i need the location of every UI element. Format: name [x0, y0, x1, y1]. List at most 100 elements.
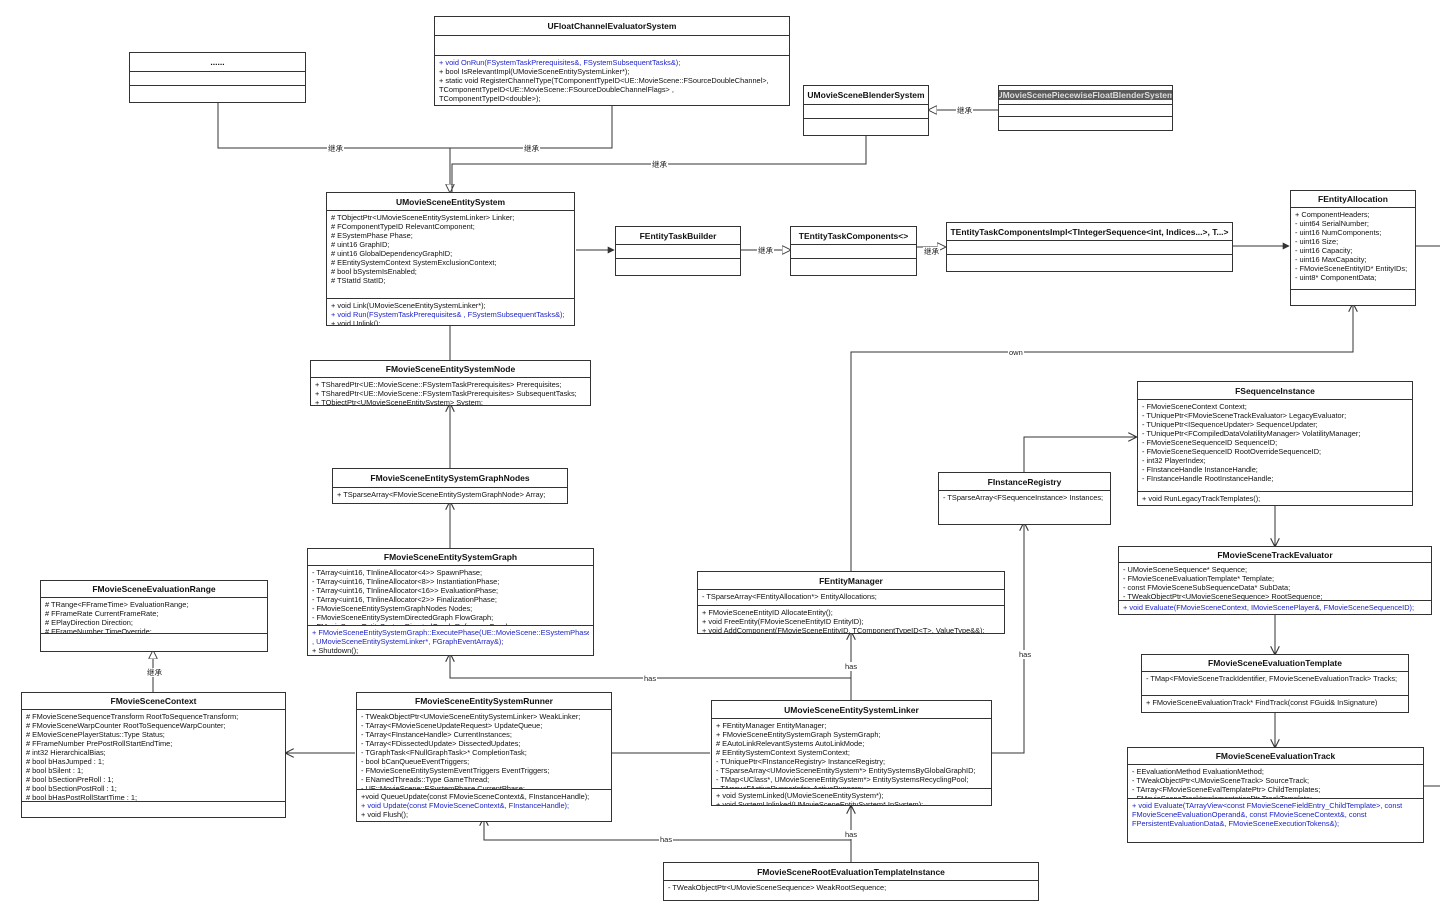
class-name-text: FMovieSceneEntitySystemRunner — [415, 696, 553, 706]
class-name-text: UMovieSceneEntitySystem — [395, 196, 506, 207]
edge-label-inherit-2: 继承 — [523, 144, 540, 153]
operations-section — [41, 634, 267, 651]
attribute-line: - FMovieSceneSequenceID RootOverrideSequ… — [1142, 447, 1322, 456]
operations-section — [791, 259, 916, 275]
operations-section: + void Evaluate(FMovieSceneContext, IMov… — [1119, 601, 1431, 614]
attributes-section: - EEvaluationMethod EvaluationMethod;- T… — [1128, 765, 1423, 799]
attribute-line: - FMovieSceneContext Context; — [1142, 402, 1247, 411]
class-box-linker[interactable]: UMovieSceneEntitySystemLinker+ FEntityMa… — [711, 700, 992, 806]
attributes-section: - UMovieSceneSequence* Sequence;- FMovie… — [1119, 563, 1431, 601]
class-name-text: FEntityManager — [819, 575, 883, 586]
class-box-alloc[interactable]: FEntityAllocation+ ComponentHeaders;- ui… — [1290, 190, 1416, 306]
operations-section — [947, 255, 1232, 271]
class-box-builder[interactable]: FEntityTaskBuilder — [615, 226, 741, 276]
class-name: FMovieSceneRootEvaluationTemplateInstanc… — [664, 863, 1038, 881]
class-name: FMovieSceneEntitySystemGraph — [308, 549, 593, 566]
attribute-line: - uint64 SerialNumber; — [1295, 219, 1369, 228]
attribute-line: - TArray<FDissectedUpdate> DissectedUpda… — [361, 739, 521, 748]
attribute-line: - FMovieSceneEntityID* EntityIDs; — [1295, 264, 1408, 273]
class-box-sysnode[interactable]: FMovieSceneEntitySystemNode+ TSharedPtr<… — [310, 360, 591, 406]
attribute-line: - TArray<uint16, TInlineAllocator<2>> Fi… — [312, 595, 497, 604]
attribute-line: - TArray<FMovieSceneEvalTemplatePtr> Chi… — [1132, 785, 1321, 794]
class-box-taskimpl[interactable]: TEntityTaskComponentsImpl<TIntegerSequen… — [946, 222, 1233, 272]
attribute-line: # FComponentTypeID RelevantComponent; — [331, 222, 475, 231]
attribute-line: + ComponentHeaders; — [1295, 210, 1370, 219]
edge-label-inherit-3: 继承 — [651, 160, 668, 169]
class-box-seqinst[interactable]: FSequenceInstance - FMovieSceneContext Co… — [1137, 381, 1413, 506]
class-name-text: TEntityTaskComponents<> — [798, 230, 909, 241]
attribute-line: - TWeakObjectPtr<UMovieSceneSequence> We… — [668, 883, 887, 892]
attribute-line: # FFrameNumber PrePostRollStartEndTime; — [26, 739, 173, 748]
class-name: FMovieSceneEvaluationTrack — [1128, 748, 1423, 765]
attribute-line: - uint16 NumComponents; — [1295, 228, 1382, 237]
operation-line: + void OnRun(FSystemTaskPrerequisites&, … — [439, 58, 681, 67]
class-box-evaltrack[interactable]: FMovieSceneEvaluationTrack- EEvaluationM… — [1127, 747, 1424, 843]
attributes-section: + FEntityManager EntityManager;+ FMovieS… — [712, 719, 991, 789]
edge-label-inherit-1: 继承 — [327, 144, 344, 153]
class-box-entsys[interactable]: UMovieSceneEntitySystem # TObjectPtr<UMov… — [326, 192, 575, 326]
operation-line: + void FreeEntity(FMovieSceneEntityID En… — [702, 617, 864, 626]
attributes-section: + ComponentHeaders;- uint64 SerialNumber… — [1291, 208, 1415, 290]
class-box-entmgr[interactable]: FEntityManager- TSparseArray<FEntityAllo… — [697, 571, 1005, 634]
attribute-line: - uint16 Capacity; — [1295, 246, 1353, 255]
class-name-text: FInstanceRegistry — [987, 476, 1062, 487]
operation-line: + bool IsRelevantImpl(UMovieSceneEntityS… — [439, 67, 630, 76]
class-name: FMovieSceneTrackEvaluator — [1119, 547, 1431, 563]
attribute-line: - FMovieSceneSequenceID SequenceID; — [1142, 438, 1278, 447]
attribute-line: # EPlayDirection Direction; — [45, 618, 133, 627]
class-box-runner[interactable]: FMovieSceneEntitySystemRunner - TWeakObje… — [356, 692, 612, 822]
class-box-instreg[interactable]: FInstanceRegistry - TSparseArray<FSequenc… — [938, 472, 1111, 525]
edge-label-inherit-4: 继承 — [956, 106, 973, 115]
attribute-line: - UE::MovieScene::ESystemPhase CurrentPh… — [361, 784, 525, 790]
attribute-line: # bool bSectionPostRoll : 1; — [26, 784, 117, 793]
attribute-line: - TArray<FActiveRunnerInfo> ActiveRunner… — [716, 784, 864, 789]
attribute-line: - const FMovieSceneSubSequenceData* SubD… — [1123, 583, 1291, 592]
class-name: FEntityManager — [698, 572, 1004, 590]
edge-label-has-3: has — [1018, 650, 1033, 659]
class-box-context[interactable]: FMovieSceneContext# FMovieSceneSequenceT… — [21, 692, 286, 818]
attribute-line: + TObjectPtr<UMovieSceneEntitySystem> Sy… — [315, 398, 483, 406]
attribute-line: # bool bSectionPreRoll : 1; — [26, 775, 114, 784]
operation-line: + void Unlink(); — [331, 319, 381, 326]
operations-section — [616, 259, 740, 275]
class-name-text: FSequenceInstance — [1235, 385, 1315, 396]
operations-section: + void SystemLinked(UMovieSceneEntitySys… — [712, 789, 991, 805]
operation-line: + Shutdown(); — [312, 646, 359, 655]
attribute-line: - bool bCanQueueEventTriggers; — [361, 757, 470, 766]
attributes-section: + TSparseArray<FMovieSceneEntitySystemGr… — [333, 488, 567, 503]
class-box-evalrange[interactable]: FMovieSceneEvaluationRange# TRange<FFram… — [40, 580, 268, 652]
attribute-line: + TSparseArray<FMovieSceneEntitySystemGr… — [337, 490, 546, 499]
class-box-roottmpl[interactable]: FMovieSceneRootEvaluationTemplateInstanc… — [663, 862, 1039, 901]
edge-label-has-1: has — [643, 674, 658, 683]
class-box-evaltemplate[interactable]: FMovieSceneEvaluationTemplate- TMap<FMov… — [1141, 654, 1409, 713]
class-box-piecewise[interactable]: UMovieScenePiecewiseFloatBlenderSystem — [998, 85, 1173, 131]
attributes-section: # TRange<FFrameTime> EvaluationRange;# F… — [41, 598, 267, 634]
class-box-taskcomp[interactable]: TEntityTaskComponents<> — [790, 226, 917, 276]
class-box-sysgraph[interactable]: FMovieSceneEntitySystemGraph - TArray<uin… — [307, 548, 594, 656]
class-name-text: FMovieSceneEntitySystemNode — [385, 364, 516, 374]
operations-section: +void QueueUpdate(const FMovieSceneConte… — [357, 790, 611, 821]
attribute-line: # EMovieScenePlayerStatus::Type Status; — [26, 730, 165, 739]
edge-root-runner — [484, 818, 851, 841]
class-name-text: FEntityTaskBuilder — [639, 230, 717, 241]
attribute-line: - ENamedThreads::Type GameThread; — [361, 775, 490, 784]
attributes-section — [791, 245, 916, 259]
attribute-line: - uint8* ComponentData; — [1295, 273, 1377, 282]
class-box-ufloat[interactable]: UFloatChannelEvaluatorSystem+ void OnRun… — [434, 16, 790, 106]
attribute-line: # TObjectPtr<UMovieSceneEntitySystemLink… — [331, 213, 515, 222]
attributes-section — [435, 36, 789, 56]
class-name-text: ...... — [210, 57, 225, 67]
operations-section — [130, 86, 305, 102]
attribute-line: - TWeakObjectPtr<UMovieSceneEntitySystem… — [361, 712, 581, 721]
attribute-line: - uint16 MaxCapacity; — [1295, 255, 1367, 264]
operation-line: + static void RegisterChannelType(TCompo… — [439, 76, 769, 85]
attributes-section: - TSparseArray<FSequenceInstance> Instan… — [939, 491, 1110, 524]
class-box-dots[interactable]: ...... — [129, 52, 306, 103]
class-name: FEntityTaskBuilder — [616, 227, 740, 245]
attribute-line: - TMap<FMovieSceneTrackIdentifier, FMovi… — [1146, 674, 1398, 683]
class-box-blender[interactable]: UMovieSceneBlenderSystem — [803, 85, 929, 136]
class-box-trackeval[interactable]: FMovieSceneTrackEvaluator- UMovieSceneSe… — [1118, 546, 1432, 615]
class-box-graphnodes[interactable]: FMovieSceneEntitySystemGraphNodes+ TSpar… — [332, 468, 568, 504]
attribute-line: # uint16 GlobalDependencyGraphID; — [331, 249, 453, 258]
operation-line: + FMovieSceneEntityID AllocateEntity(); — [702, 608, 833, 617]
